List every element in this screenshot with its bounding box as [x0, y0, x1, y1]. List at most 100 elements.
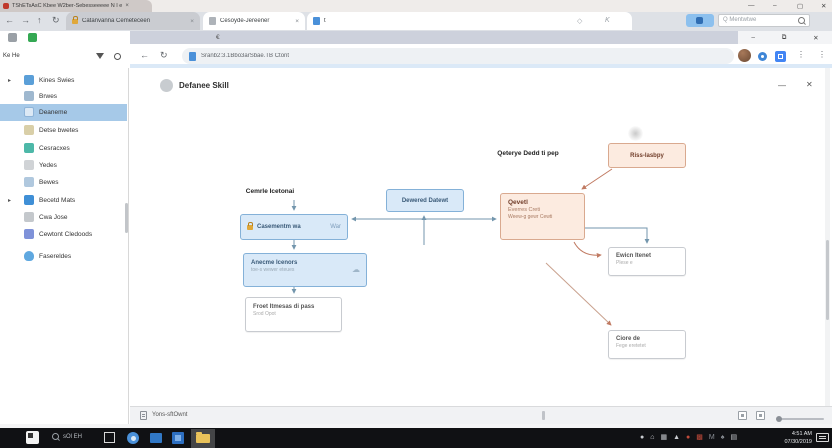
flow-node-locked-step[interactable]: Casementm wa War — [240, 214, 348, 240]
clock-time: 4:51 AM — [791, 431, 812, 437]
taskbar-clock[interactable]: 4:51 AM 07/30/2019 — [772, 430, 812, 446]
sidebar-item-label: Cwa Jose — [39, 214, 68, 221]
node-title: Froet Itmesas di pass — [253, 304, 315, 310]
task-view-icon[interactable] — [104, 432, 115, 443]
expand-arrow-icon[interactable]: ▸ — [8, 198, 12, 204]
sidebar-item-6[interactable]: Yedes — [0, 157, 127, 174]
top-search-input[interactable]: Q Mentwtwe — [718, 13, 810, 27]
sync-icon[interactable] — [758, 52, 767, 61]
sidebar-item-label: Yedes — [39, 162, 57, 169]
browser-tab-3[interactable]: t — [307, 12, 632, 30]
sidebar-scrollbar[interactable] — [125, 203, 128, 233]
browser-app-icon[interactable] — [127, 432, 139, 444]
tray-icon-6[interactable]: ▩ — [696, 434, 703, 441]
tray-icon-2[interactable]: ⌂ — [650, 434, 655, 441]
panel-minimize-icon[interactable]: — — [778, 81, 786, 90]
search-placeholder: Q Mentwtwe — [723, 17, 757, 23]
sidebar-item-3-selected[interactable]: Deaneme — [0, 104, 127, 121]
up-icon[interactable]: ↑ — [37, 15, 42, 25]
overview-button[interactable] — [756, 411, 765, 420]
menu-kebab-icon-2[interactable]: ⋮ — [818, 50, 826, 59]
canvas-scrollbar[interactable] — [825, 68, 830, 406]
tray-icon-8[interactable]: ♠ — [720, 434, 725, 441]
sidebar-item-7[interactable]: Bewes — [0, 174, 127, 191]
address-bar[interactable]: Sranb2:3.1Bbo3arSbae.TB Ctont — [182, 48, 734, 64]
folder-icon — [24, 75, 34, 85]
search-icon — [52, 433, 59, 440]
sidebar-item-9[interactable]: Cwa Jose — [0, 209, 127, 226]
bookmark-strip: Ke He — [0, 44, 130, 68]
tray-icon-3[interactable]: ▦ — [660, 434, 668, 441]
photos-app-icon[interactable] — [172, 432, 184, 444]
back-icon[interactable]: ← — [5, 15, 14, 25]
sidebar-item-2[interactable]: Brwes — [0, 88, 127, 105]
sidebar-item-8[interactable]: ▸ Becetd Mats — [0, 192, 127, 209]
panel-close-icon[interactable]: ✕ — [806, 80, 813, 89]
zoom-slider-track[interactable] — [778, 418, 824, 420]
fit-view-button[interactable] — [738, 411, 747, 420]
menu-kebab-icon-1[interactable]: ⋮ — [797, 50, 805, 59]
inner-titlebar-label: € — [216, 34, 220, 41]
flow-node-anecme[interactable]: Anecme Icenors toe-s wewer eteues ☁ — [243, 253, 367, 287]
scroll-handle[interactable] — [542, 411, 545, 420]
filter-icon[interactable] — [96, 53, 104, 59]
inner-close-icon[interactable]: ✕ — [813, 34, 819, 42]
sidebar-item-11[interactable]: Fasereldes — [0, 248, 127, 265]
flow-node-ewicn[interactable]: Ewicn Itenet Plese e — [608, 247, 686, 276]
start-button[interactable] — [26, 431, 39, 444]
canvas-scrollbar-thumb[interactable] — [826, 240, 829, 320]
tab-close-icon[interactable]: × — [125, 3, 129, 9]
inner-back-icon[interactable]: ← — [140, 50, 149, 60]
site-document-icon — [189, 51, 196, 61]
files-app-icon[interactable] — [150, 433, 162, 443]
tray-icon-7[interactable]: M — [708, 434, 715, 441]
status-bar: Yons-sftOwnt — [130, 406, 832, 424]
tray-icon-5[interactable]: ● — [686, 434, 691, 441]
database-icon — [24, 229, 34, 239]
zoom-slider-knob[interactable] — [776, 416, 782, 422]
inner-window-titlebar[interactable]: € — [130, 31, 832, 44]
tray-icon-1[interactable]: ● — [640, 434, 645, 441]
target-icon[interactable] — [114, 53, 121, 60]
sidebar-item-1[interactable]: ▸ Kines Swies — [0, 72, 127, 89]
tray-icon-4[interactable]: ▲ — [673, 434, 681, 441]
active-app-slot[interactable] — [191, 429, 215, 448]
profile-avatar[interactable] — [738, 49, 751, 62]
extension-icon-gray[interactable] — [8, 33, 17, 42]
inner-minimize-icon[interactable]: – — [751, 34, 755, 41]
inner-window-controls: – ⧉ ✕ — [738, 31, 832, 44]
flow-node-froet[interactable]: Froet Itmesas di pass Srod Opot — [245, 297, 342, 332]
touch-keyboard-icon[interactable] — [816, 433, 829, 442]
sidebar-item-5[interactable]: Cesracxes — [0, 140, 127, 157]
sidebar-item-10[interactable]: Cewtont Cledoods — [0, 226, 127, 243]
sidebar-item-4[interactable]: Detse bwetes — [0, 122, 127, 139]
flow-node-ciore[interactable]: Ciore de Fege eretetet — [608, 330, 686, 359]
tray-icon-9[interactable]: ▤ — [730, 434, 738, 441]
bookmark-label[interactable]: Ke He — [3, 53, 20, 59]
flow-node-dataset[interactable]: Dewered Datewt — [386, 189, 464, 212]
inner-restore-icon[interactable]: ⧉ — [781, 33, 787, 41]
extensions-icon[interactable] — [775, 51, 786, 62]
tab-label: Catanvanna Cemeteceen — [82, 18, 151, 24]
expand-arrow-icon[interactable]: ▸ — [8, 78, 12, 84]
forward-icon[interactable]: → — [21, 15, 30, 25]
tab-aux-icon-2[interactable]: K — [605, 17, 610, 24]
inner-reload-icon[interactable]: ↻ — [160, 50, 168, 60]
account-button[interactable] — [686, 14, 714, 27]
window-minimize-icon[interactable]: – — [773, 2, 777, 9]
tab-aux-icon-1[interactable]: ◇ — [577, 18, 583, 25]
taskbar-search[interactable]: sOl EH — [52, 433, 82, 440]
window-maximize-icon[interactable]: ▢ — [797, 3, 804, 10]
extension-icon-green[interactable] — [28, 33, 37, 42]
tab-close-icon[interactable]: × — [190, 17, 194, 25]
flow-node-qevetl[interactable]: Qevetl Everres Creti Weew-g gewr Cewti — [500, 193, 585, 240]
flow-node-lookup[interactable]: Riss-lasbpy — [608, 143, 686, 168]
browser-tab-1[interactable]: Catanvanna Cemeteceen × — [66, 12, 200, 30]
outer-window-tab[interactable]: TShETsAsC Kbee W2ber-Sebesseeeee N I e × — [0, 0, 152, 12]
browser-tab-2[interactable]: Cesoyde-Jereener × — [203, 12, 305, 30]
window-close-icon[interactable]: ✕ — [821, 3, 827, 10]
reload-icon[interactable]: ↻ — [52, 15, 60, 25]
window-minimize-a-icon[interactable]: — — [748, 2, 755, 9]
tab-close-icon[interactable]: × — [295, 17, 299, 25]
